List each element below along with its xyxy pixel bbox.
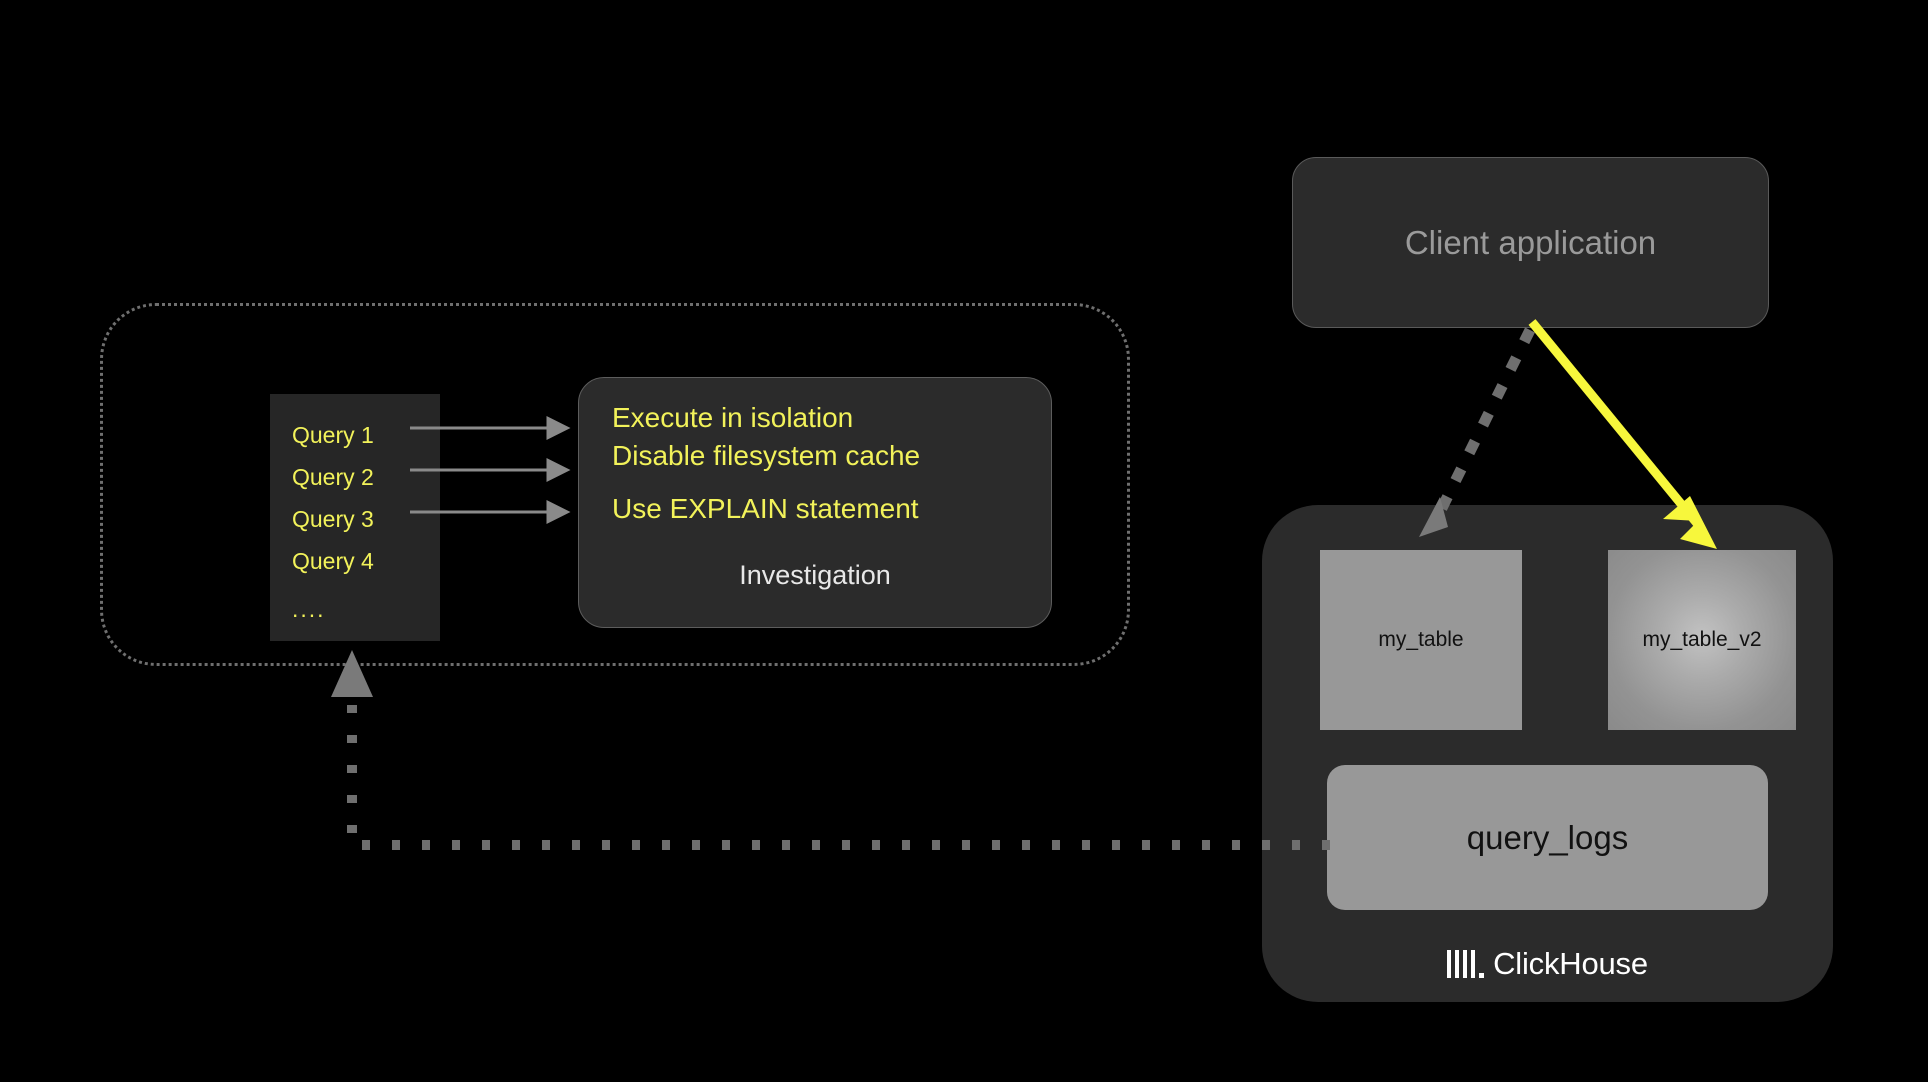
client-to-my-table-v2-line	[1528, 319, 1704, 530]
query-logs-to-query-list-connector	[331, 650, 1330, 850]
query-list-box: Query 1 Query 2 Query 3 Query 4 ....	[270, 394, 440, 641]
query-list-item: Query 4	[292, 548, 374, 574]
investigation-step: Disable filesystem cache	[612, 440, 921, 471]
query-list-item: Query 2	[292, 464, 374, 490]
client-to-my-table-dotted-line	[1435, 327, 1535, 515]
query-logs-label: query_logs	[1466, 818, 1629, 856]
table-my-table-label: my_table	[1378, 628, 1464, 651]
clickhouse-panel: my_table my_table_v2 query_logs ClickHou…	[1262, 505, 1833, 1002]
query-list-item: Query 1	[292, 422, 374, 448]
investigation-step: Use EXPLAIN statement	[612, 493, 919, 524]
clickhouse-logo-text: ClickHouse	[1493, 946, 1648, 981]
clickhouse-logo: ClickHouse	[1262, 946, 1833, 982]
client-application-label: Client application	[1404, 223, 1657, 261]
investigation-panel: Execute in isolation Disable filesystem …	[578, 377, 1052, 628]
query-list-item-ellipsis: ....	[292, 596, 326, 622]
table-my-table-v2: my_table_v2	[1608, 550, 1796, 730]
table-my-table-v2-label: my_table_v2	[1642, 628, 1762, 651]
client-application-box: Client application	[1292, 157, 1769, 328]
clickhouse-bars-icon	[1447, 950, 1485, 978]
investigation-group-container	[100, 303, 1130, 666]
investigation-step: Execute in isolation	[612, 402, 854, 433]
investigation-caption: Investigation	[739, 560, 891, 590]
query-logs-to-query-list-dotted-path	[347, 690, 1330, 850]
query-logs-box: query_logs	[1327, 765, 1768, 910]
query-list-item: Query 3	[292, 506, 374, 532]
table-my-table: my_table	[1320, 550, 1522, 730]
